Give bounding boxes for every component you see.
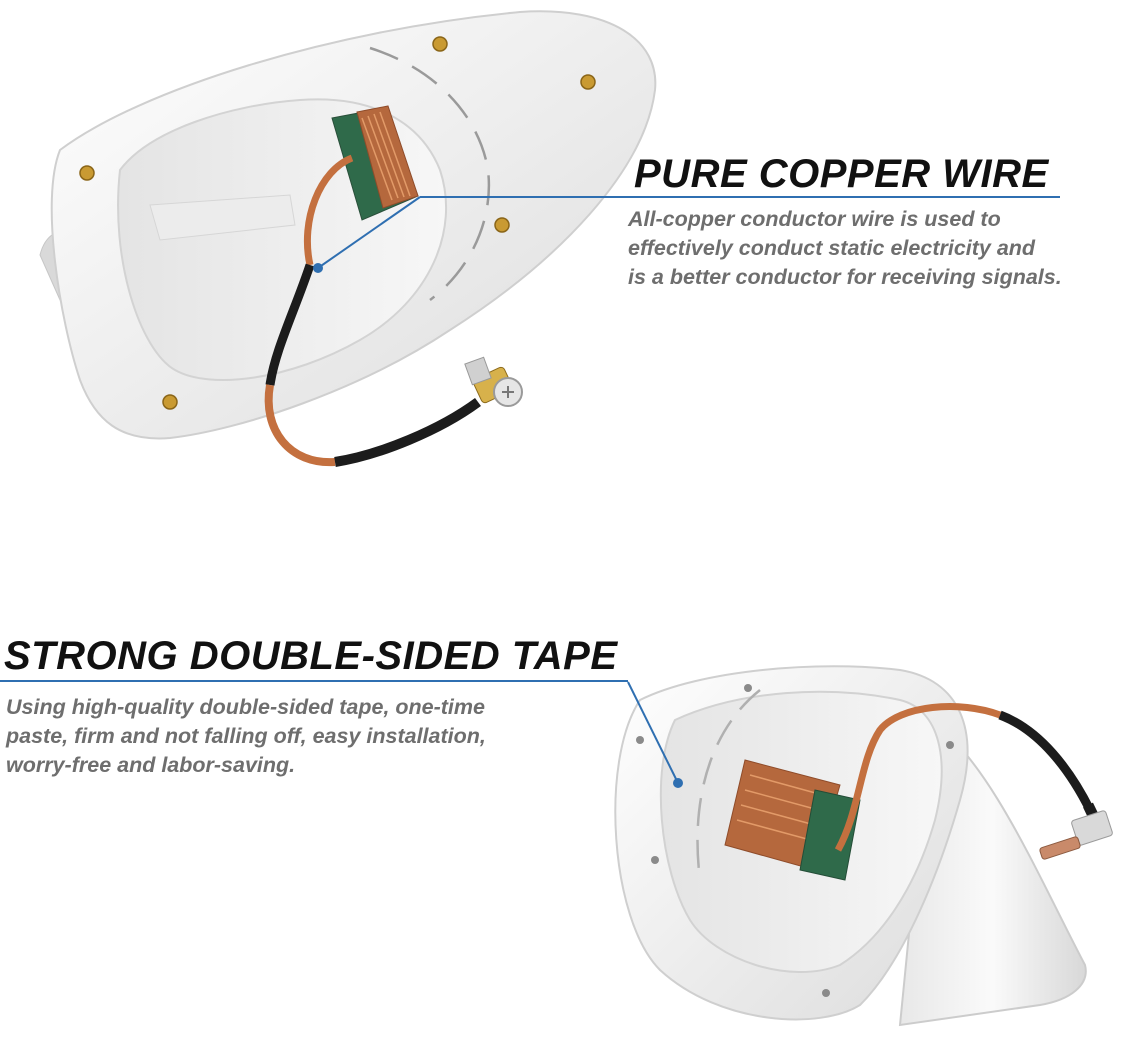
copper-wire-underline (420, 196, 1060, 198)
callout-double-sided-tape (627, 681, 683, 788)
double-sided-tape-title: STRONG DOUBLE-SIDED TAPE (4, 634, 618, 678)
double-sided-tape-description-line: worry-free and labor-saving. (6, 753, 296, 777)
copper-wire-description: All-copper conductor wire is used to eff… (628, 205, 1062, 292)
copper-wire-description-line: All-copper conductor wire is used to (628, 207, 1001, 231)
copper-wire-description-line: is a better conductor for receiving sign… (628, 265, 1062, 289)
double-sided-tape-description-line: paste, firm and not falling off, easy in… (6, 724, 486, 748)
copper-wire-description-line: effectively conduct static electricity a… (628, 236, 1036, 260)
antenna-top-view (39, 10, 657, 467)
double-sided-tape-description: Using high-quality double-sided tape, on… (6, 693, 486, 780)
double-sided-tape-underline (0, 680, 628, 682)
double-sided-tape-description-line: Using high-quality double-sided tape, on… (6, 695, 485, 719)
copper-wire-title: PURE COPPER WIRE (634, 152, 1049, 196)
antenna-side-view (614, 665, 1113, 1027)
callout-copper-wire (313, 196, 421, 273)
